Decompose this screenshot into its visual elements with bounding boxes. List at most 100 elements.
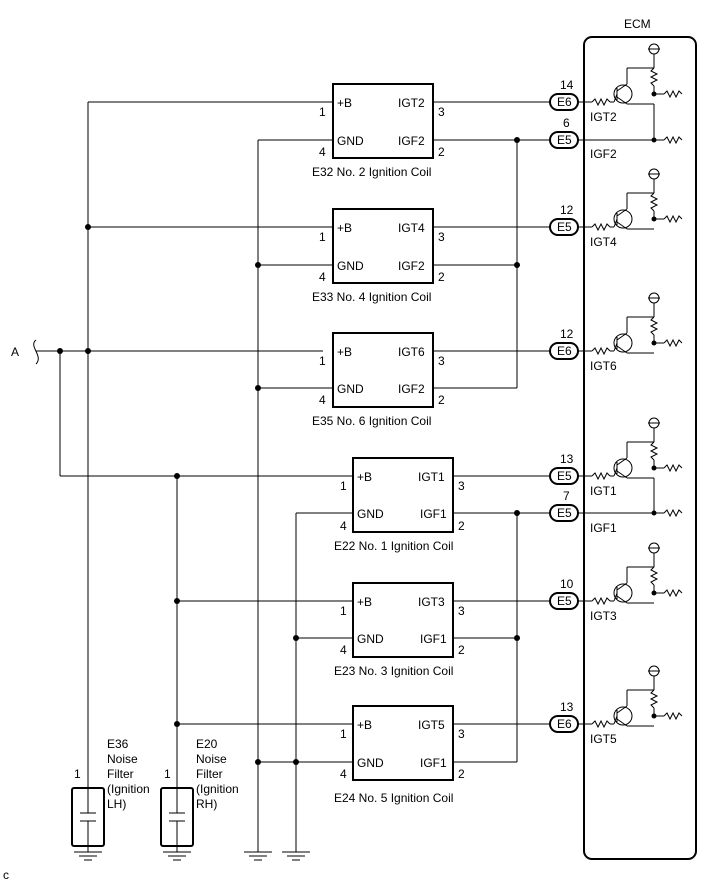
ground-icon: [163, 851, 191, 861]
coil-gnd-label: GND: [357, 507, 384, 521]
a-label: A: [11, 345, 19, 359]
resistor-icon: [663, 588, 683, 598]
transistor-icon: [613, 209, 633, 229]
filter-rh-label-1: E20: [196, 737, 218, 751]
connector-name: E6: [557, 717, 572, 731]
filter-rh-label-2: Noise: [196, 752, 227, 766]
junction-dot: [514, 262, 520, 268]
filter-lh-label-5: LH): [107, 797, 126, 811]
coil-igt-label: IGT4: [398, 221, 425, 235]
coil-pin: 1: [340, 479, 347, 493]
resistor-icon: [649, 67, 659, 87]
junction-dot: [255, 385, 261, 391]
filter-lh-pin: 1: [74, 767, 81, 781]
coil-pin: 3: [438, 230, 445, 244]
coil-caption: E23 No. 3 Ignition Coil: [334, 664, 453, 678]
resistor-icon: [591, 346, 611, 356]
coil-pin: 1: [319, 230, 326, 244]
coil-pin: 2: [438, 270, 445, 284]
coil-gnd-label: GND: [337, 382, 364, 396]
coil-pin: 4: [340, 519, 347, 533]
resistor-icon: [591, 222, 611, 232]
connector-igf2: E5 6: [549, 116, 579, 149]
connector-pin: 12: [560, 327, 574, 341]
junction-dot: [255, 262, 261, 268]
junction-dot: [85, 348, 91, 354]
coil-caption: E24 No. 5 Ignition Coil: [334, 791, 453, 805]
igt-driver-circuit: [578, 43, 683, 145]
coil-e22-box: [352, 457, 454, 533]
coil-pin: 2: [438, 145, 445, 159]
resistor-icon: [649, 316, 659, 336]
junction-dot: [255, 759, 261, 765]
connector-pin: 14: [560, 78, 574, 92]
coil-pwr-label: +B: [357, 718, 372, 732]
coil-pin: 2: [458, 519, 465, 533]
resistor-icon: [649, 566, 659, 586]
coil-pin: 3: [458, 604, 465, 618]
resistor-icon: [663, 214, 683, 224]
resistor-icon: [663, 135, 683, 145]
coil-pin: 2: [458, 643, 465, 657]
coil-pwr-label: +B: [337, 221, 352, 235]
coil-pin: 4: [340, 767, 347, 781]
resistor-icon: [649, 689, 659, 709]
connector-pin: 6: [563, 116, 570, 130]
filter-lh-label-2: Noise: [107, 752, 138, 766]
junction-dot: [174, 473, 180, 479]
connector-igt3: E5 10: [549, 577, 579, 610]
ecm-signal-label: IGT2: [590, 110, 617, 124]
igt-driver-circuit: [578, 168, 683, 232]
filter-rh-label-3: Filter: [196, 767, 223, 781]
resistor-icon: [591, 471, 611, 481]
ground-icon: [282, 851, 310, 861]
ecm-signal-label: IGF1: [590, 521, 617, 535]
junction-dot: [293, 635, 299, 641]
filter-lh-label-1: E36: [107, 737, 129, 751]
filter-lh-label-4: (Ignition: [107, 782, 150, 796]
noise-filter-lh: [71, 787, 105, 852]
connector-name: E5: [557, 220, 572, 234]
resistor-icon: [591, 596, 611, 606]
coil-pwr-label: +B: [357, 595, 372, 609]
junction-dot: [174, 721, 180, 727]
corner-label: c: [3, 868, 9, 882]
connector-igf1: E5 7: [549, 489, 579, 522]
junction-dot: [514, 635, 520, 641]
coil-pin: 3: [458, 727, 465, 741]
coil-igf-label: IGF2: [398, 134, 425, 148]
transistor-icon: [613, 458, 633, 478]
coil-e23-box: [352, 582, 454, 658]
resistor-icon: [663, 508, 683, 518]
resistor-icon: [663, 463, 683, 473]
filter-rh-label-4: (Ignition: [196, 782, 239, 796]
ecm-box: [583, 36, 697, 860]
coil-pwr-label: +B: [337, 345, 352, 359]
resistor-icon: [649, 192, 659, 212]
junction-dot: [651, 510, 657, 516]
coil-igf-label: IGF1: [420, 632, 447, 646]
filter-lh-label-3: Filter: [107, 767, 134, 781]
coil-igt-label: IGT6: [398, 345, 425, 359]
coil-igf-label: IGF2: [398, 259, 425, 273]
igt-driver-circuit: [578, 542, 683, 606]
connector-pin: 13: [560, 452, 574, 466]
igt-driver-circuit: [578, 665, 683, 729]
resistor-icon: [663, 338, 683, 348]
igt-driver-circuit: [578, 292, 683, 356]
junction-dot: [514, 137, 520, 143]
coil-pin: 1: [340, 727, 347, 741]
coil-igt-label: IGT5: [418, 718, 445, 732]
filter-rh-label-5: RH): [196, 797, 217, 811]
coil-pin: 3: [438, 105, 445, 119]
coil-caption: E22 No. 1 Ignition Coil: [334, 539, 453, 553]
connector-igt5: E6 13: [549, 700, 579, 733]
coil-igf-label: IGF2: [398, 382, 425, 396]
coil-pin: 4: [319, 270, 326, 284]
transistor-icon: [613, 706, 633, 726]
coil-pin: 3: [458, 479, 465, 493]
coil-pin: 4: [319, 145, 326, 159]
coil-gnd-label: GND: [357, 632, 384, 646]
coil-gnd-label: GND: [337, 259, 364, 273]
